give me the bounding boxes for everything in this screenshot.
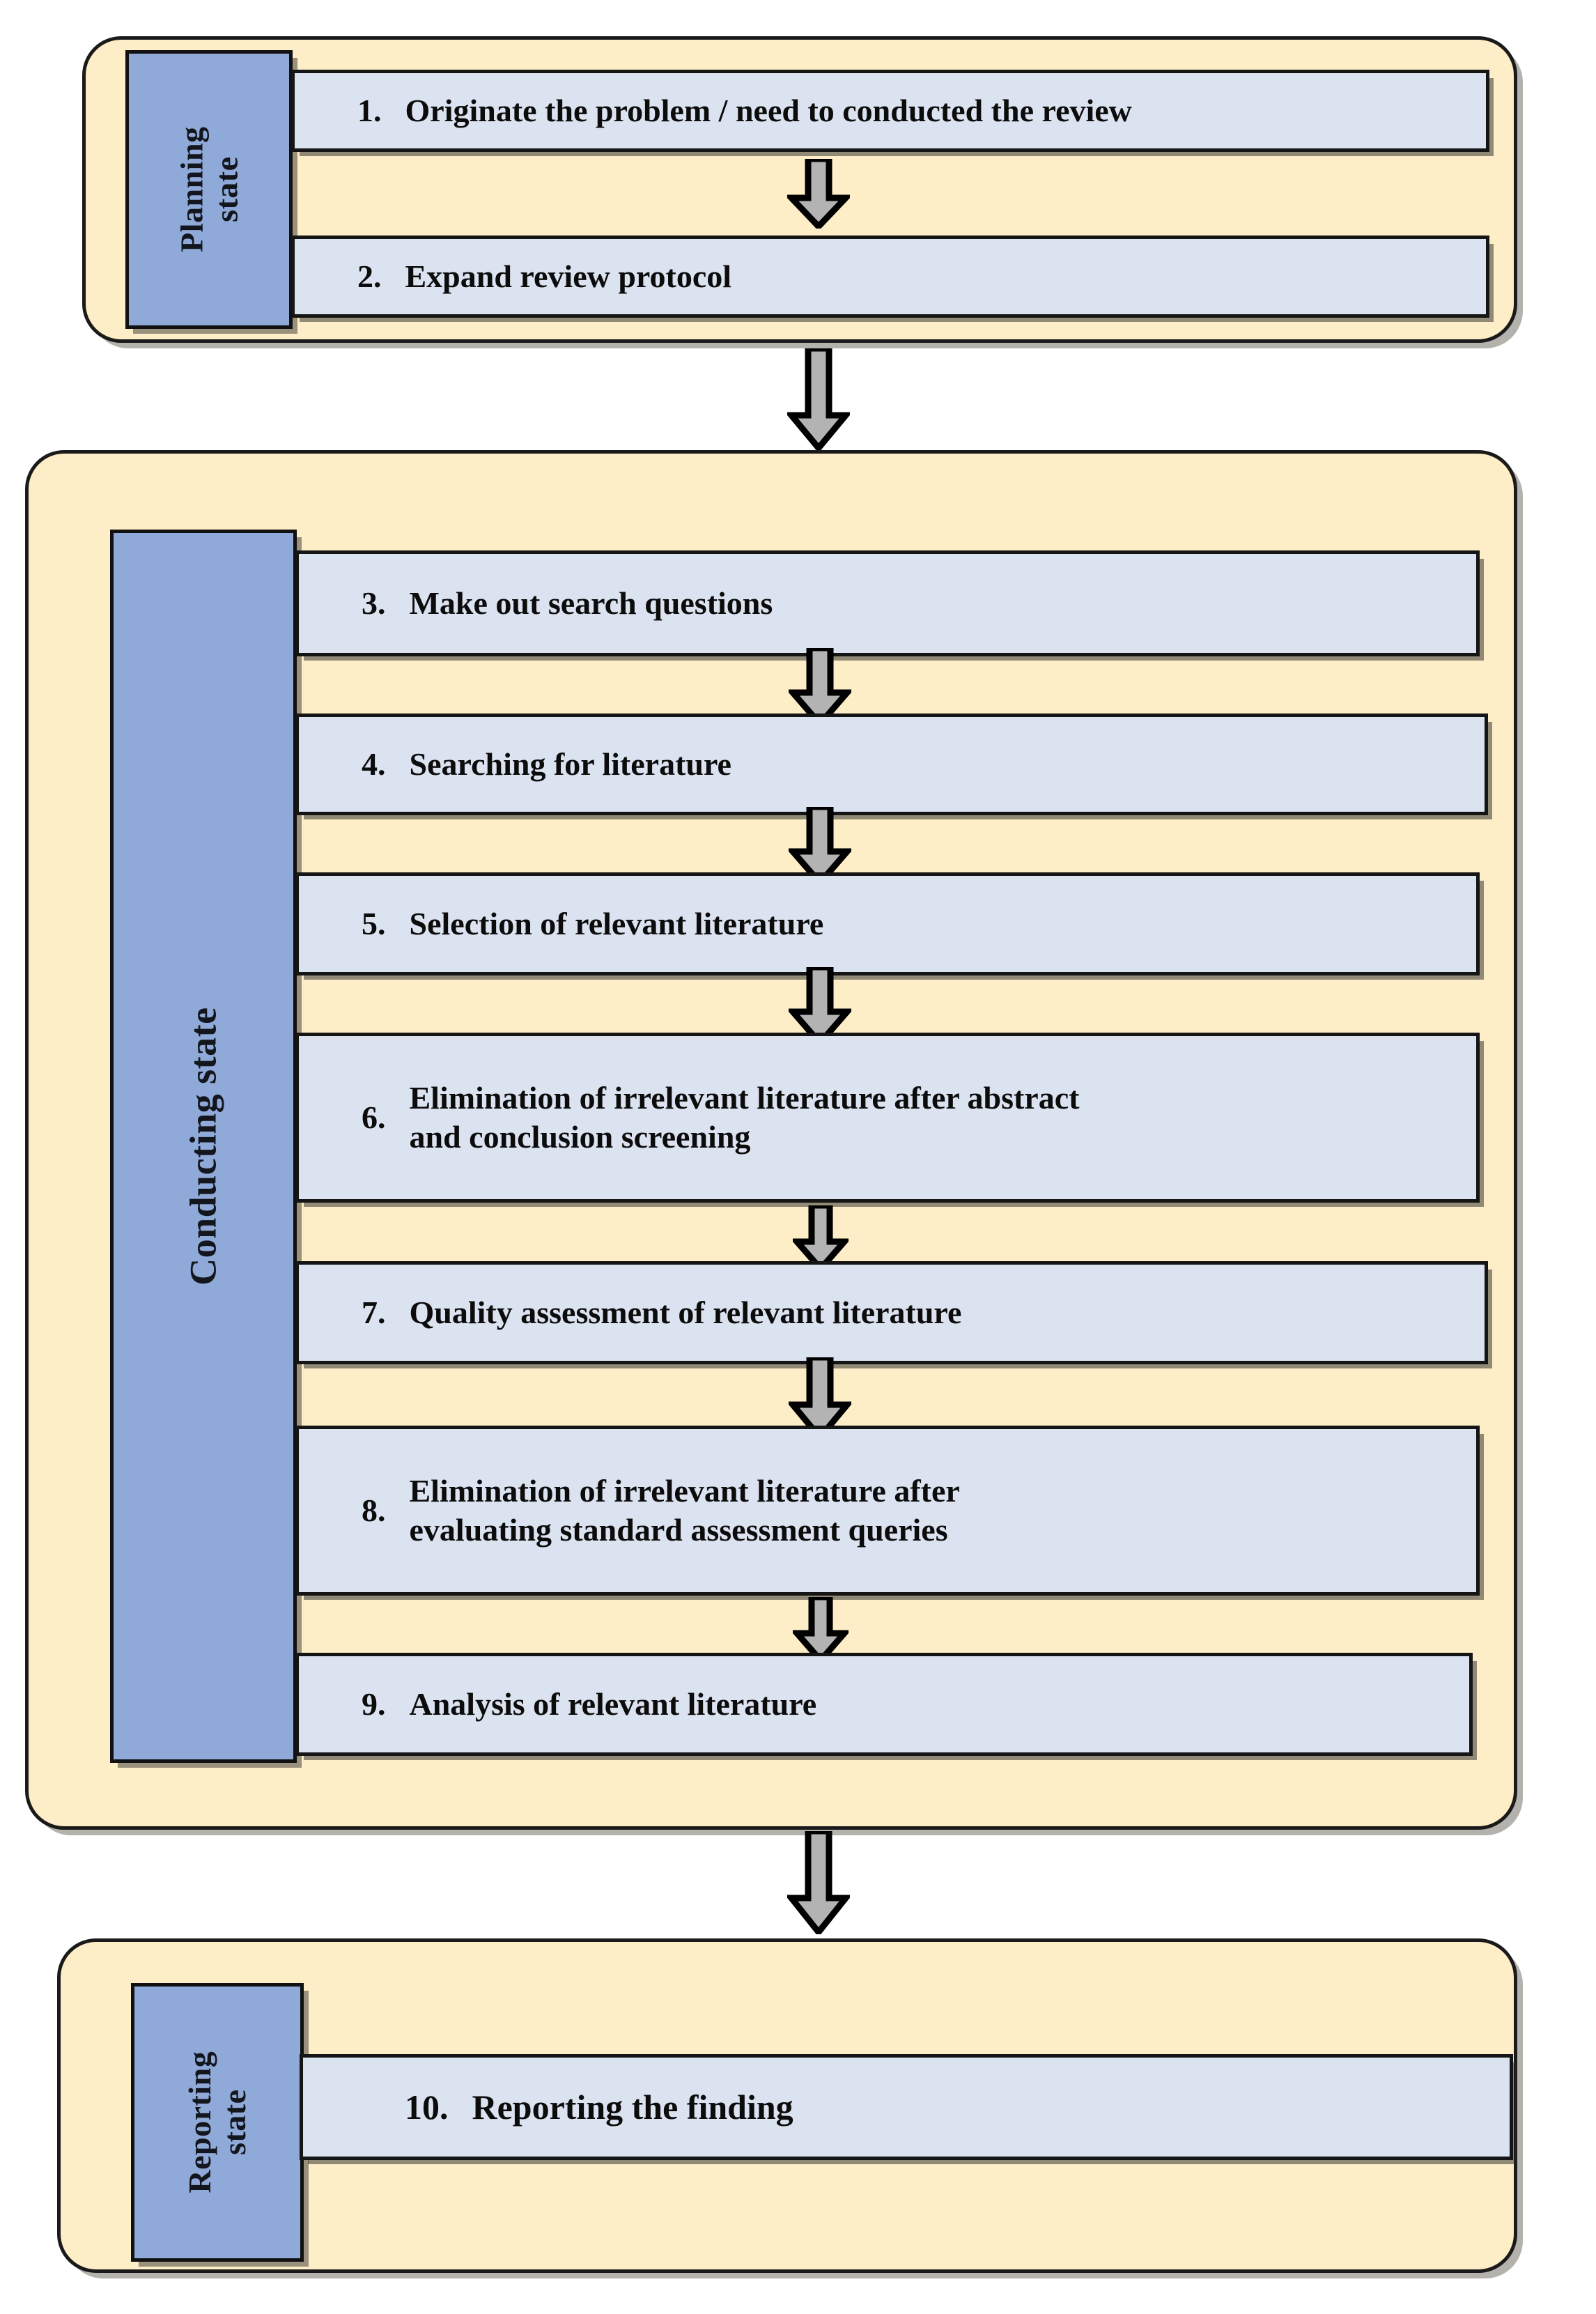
step-label-3: Make out search questions: [409, 585, 773, 621]
step-label-4: Searching for literature: [409, 746, 731, 782]
step-number-2: 2.: [357, 258, 382, 294]
arrow-step6-step7: [793, 1205, 849, 1271]
state-tab-reporting: Reporting state: [131, 1983, 304, 2262]
step-label-5: Selection of relevant literature: [409, 905, 824, 941]
step-box-2[interactable]: 2. Expand review protocol: [291, 236, 1489, 318]
step-label-1: Originate the problem / need to conducte…: [405, 92, 1132, 128]
state-tab-planning-label: Planning state: [173, 126, 244, 253]
arrow-step8-step9: [793, 1597, 849, 1663]
step-box-7[interactable]: 7. Quality assessment of relevant litera…: [295, 1261, 1488, 1364]
arrow-step1-step2: [787, 159, 850, 229]
state-tab-reporting-label: Reporting state: [182, 2051, 252, 2193]
step-label-6: Elimination of irrelevant literature aft…: [409, 1079, 1080, 1155]
step-box-8[interactable]: 8. Elimination of irrelevant literature …: [295, 1426, 1480, 1596]
step-number-7: 7.: [362, 1294, 386, 1330]
arrow-step3-step4: [789, 648, 851, 726]
step-box-9[interactable]: 9. Analysis of relevant literature: [295, 1653, 1473, 1756]
step-box-3[interactable]: 3. Make out search questions: [295, 550, 1480, 656]
arrow-step7-step8: [789, 1357, 851, 1440]
state-tab-conducting: Conducting state: [110, 530, 297, 1763]
step-number-5: 5.: [362, 905, 386, 941]
step-box-5[interactable]: 5. Selection of relevant literature: [295, 872, 1480, 975]
step-box-1[interactable]: 1. Originate the problem / need to condu…: [291, 70, 1489, 152]
state-tab-planning: Planning state: [125, 50, 293, 329]
step-box-4[interactable]: 4. Searching for literature: [295, 714, 1488, 815]
step-number-1: 1.: [357, 92, 382, 128]
step-label-10: Reporting the finding: [472, 2087, 793, 2127]
step-box-10[interactable]: 10. Reporting the finding: [300, 2054, 1513, 2160]
step-label-2: Expand review protocol: [405, 258, 732, 294]
step-number-3: 3.: [362, 585, 386, 621]
step-number-4: 4.: [362, 746, 386, 782]
arrow-step4-step5: [789, 807, 851, 885]
state-tab-conducting-label: Conducting state: [182, 1007, 224, 1286]
step-number-6: 6.: [362, 1099, 386, 1135]
step-number-9: 9.: [362, 1686, 386, 1722]
step-number-8: 8.: [362, 1492, 386, 1528]
arrow-step5-step6: [789, 967, 851, 1045]
step-label-7: Quality assessment of relevant literatur…: [409, 1294, 962, 1330]
step-number-10: 10.: [405, 2087, 449, 2127]
step-box-6[interactable]: 6. Elimination of irrelevant literature …: [295, 1033, 1480, 1203]
arrow-conducting-reporting: [787, 1831, 850, 1934]
arrow-planning-conducting: [787, 348, 850, 450]
step-label-9: Analysis of relevant literature: [409, 1686, 817, 1722]
step-label-8: Elimination of irrelevant literature aft…: [409, 1472, 960, 1548]
